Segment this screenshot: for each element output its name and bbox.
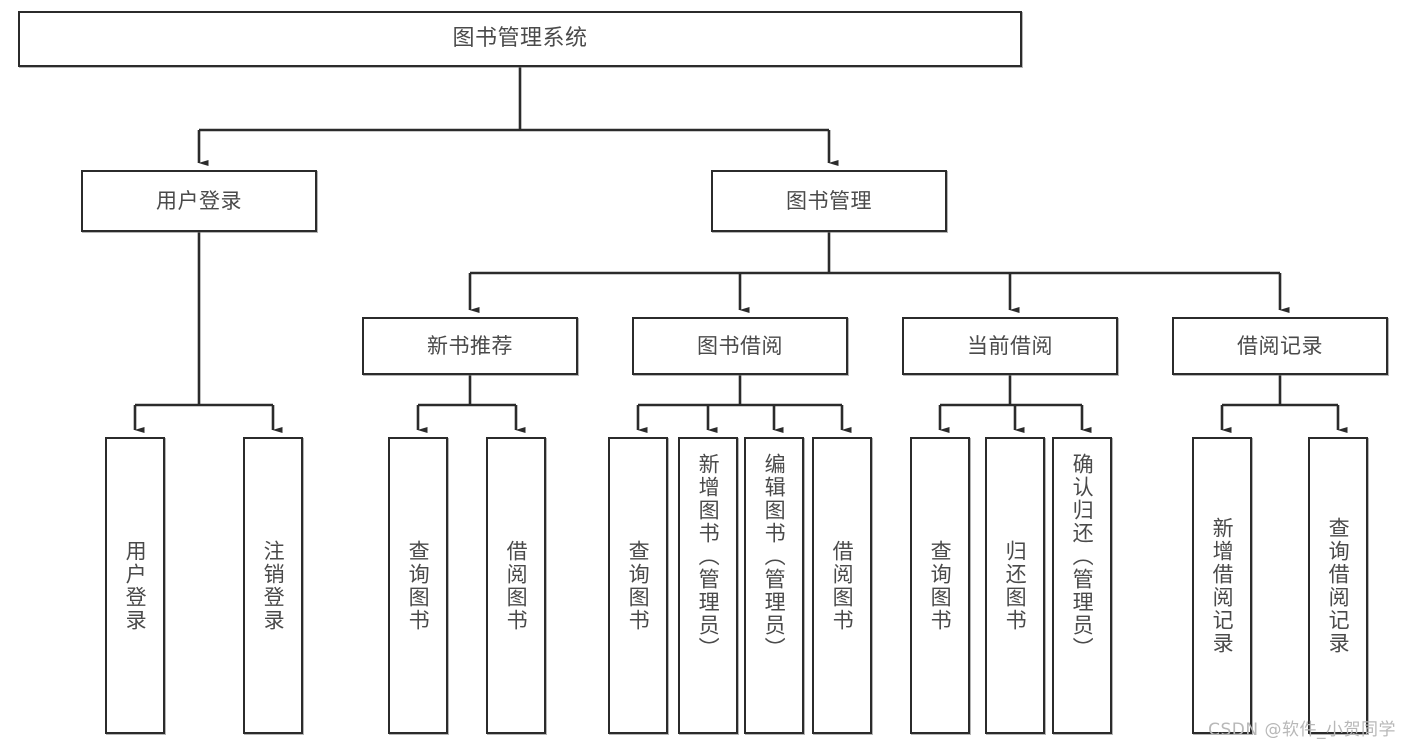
node-root[interactable]: 图书管理系统 — [18, 11, 1022, 67]
node-new-book-rec[interactable]: 新书推荐 — [362, 317, 578, 375]
node-book-admin-label: 图书管理 — [786, 188, 872, 213]
node-leaf-query-book-borrow[interactable]: 查询图书 — [608, 437, 668, 734]
node-leaf-query-book-rec[interactable]: 查询图书 — [388, 437, 448, 734]
node-leaf-user-login-label: 用户登录 — [123, 539, 148, 632]
node-book-admin[interactable]: 图书管理 — [711, 170, 947, 232]
node-leaf-borrow-book-label: 借阅图书 — [830, 539, 855, 632]
node-borrow-record-label: 借阅记录 — [1237, 333, 1323, 358]
node-leaf-borrow-book[interactable]: 借阅图书 — [812, 437, 872, 734]
node-root-label: 图书管理系统 — [452, 26, 588, 52]
node-leaf-confirm-return-label: 确认归还（管理员） — [1070, 453, 1095, 660]
node-leaf-query-book-rec-label: 查询图书 — [406, 539, 431, 632]
node-leaf-confirm-return[interactable]: 确认归还（管理员） — [1052, 437, 1112, 734]
node-leaf-add-book-label: 新增图书（管理员） — [696, 453, 721, 660]
node-leaf-borrow-book-rec[interactable]: 借阅图书 — [486, 437, 546, 734]
node-current-borrow[interactable]: 当前借阅 — [902, 317, 1118, 375]
node-leaf-query-book-cur[interactable]: 查询图书 — [910, 437, 970, 734]
node-leaf-query-book-cur-label: 查询图书 — [928, 539, 953, 632]
node-user-login[interactable]: 用户登录 — [81, 170, 317, 232]
node-leaf-add-book[interactable]: 新增图书（管理员） — [678, 437, 738, 734]
node-leaf-borrow-book-rec-label: 借阅图书 — [504, 539, 529, 632]
node-leaf-edit-book-label: 编辑图书（管理员） — [762, 453, 787, 660]
node-leaf-user-logout-label: 注销登录 — [261, 539, 286, 632]
node-leaf-edit-book[interactable]: 编辑图书（管理员） — [744, 437, 804, 734]
node-leaf-user-login[interactable]: 用户登录 — [105, 437, 165, 734]
node-leaf-user-logout[interactable]: 注销登录 — [243, 437, 303, 734]
node-leaf-query-book-borrow-label: 查询图书 — [626, 539, 651, 632]
node-leaf-add-record[interactable]: 新增借阅记录 — [1192, 437, 1252, 734]
node-leaf-query-record-label: 查询借阅记录 — [1326, 516, 1351, 655]
node-user-login-label: 用户登录 — [156, 188, 242, 213]
node-book-borrow[interactable]: 图书借阅 — [632, 317, 848, 375]
watermark-label: CSDN @软件_小贺同学 — [1208, 720, 1396, 740]
node-leaf-add-record-label: 新增借阅记录 — [1210, 516, 1235, 655]
node-leaf-return-book[interactable]: 归还图书 — [985, 437, 1045, 734]
node-leaf-return-book-label: 归还图书 — [1003, 539, 1028, 632]
node-book-borrow-label: 图书借阅 — [697, 333, 783, 358]
node-leaf-query-record[interactable]: 查询借阅记录 — [1308, 437, 1368, 734]
node-new-book-rec-label: 新书推荐 — [427, 333, 513, 358]
node-borrow-record[interactable]: 借阅记录 — [1172, 317, 1388, 375]
node-current-borrow-label: 当前借阅 — [967, 333, 1053, 358]
